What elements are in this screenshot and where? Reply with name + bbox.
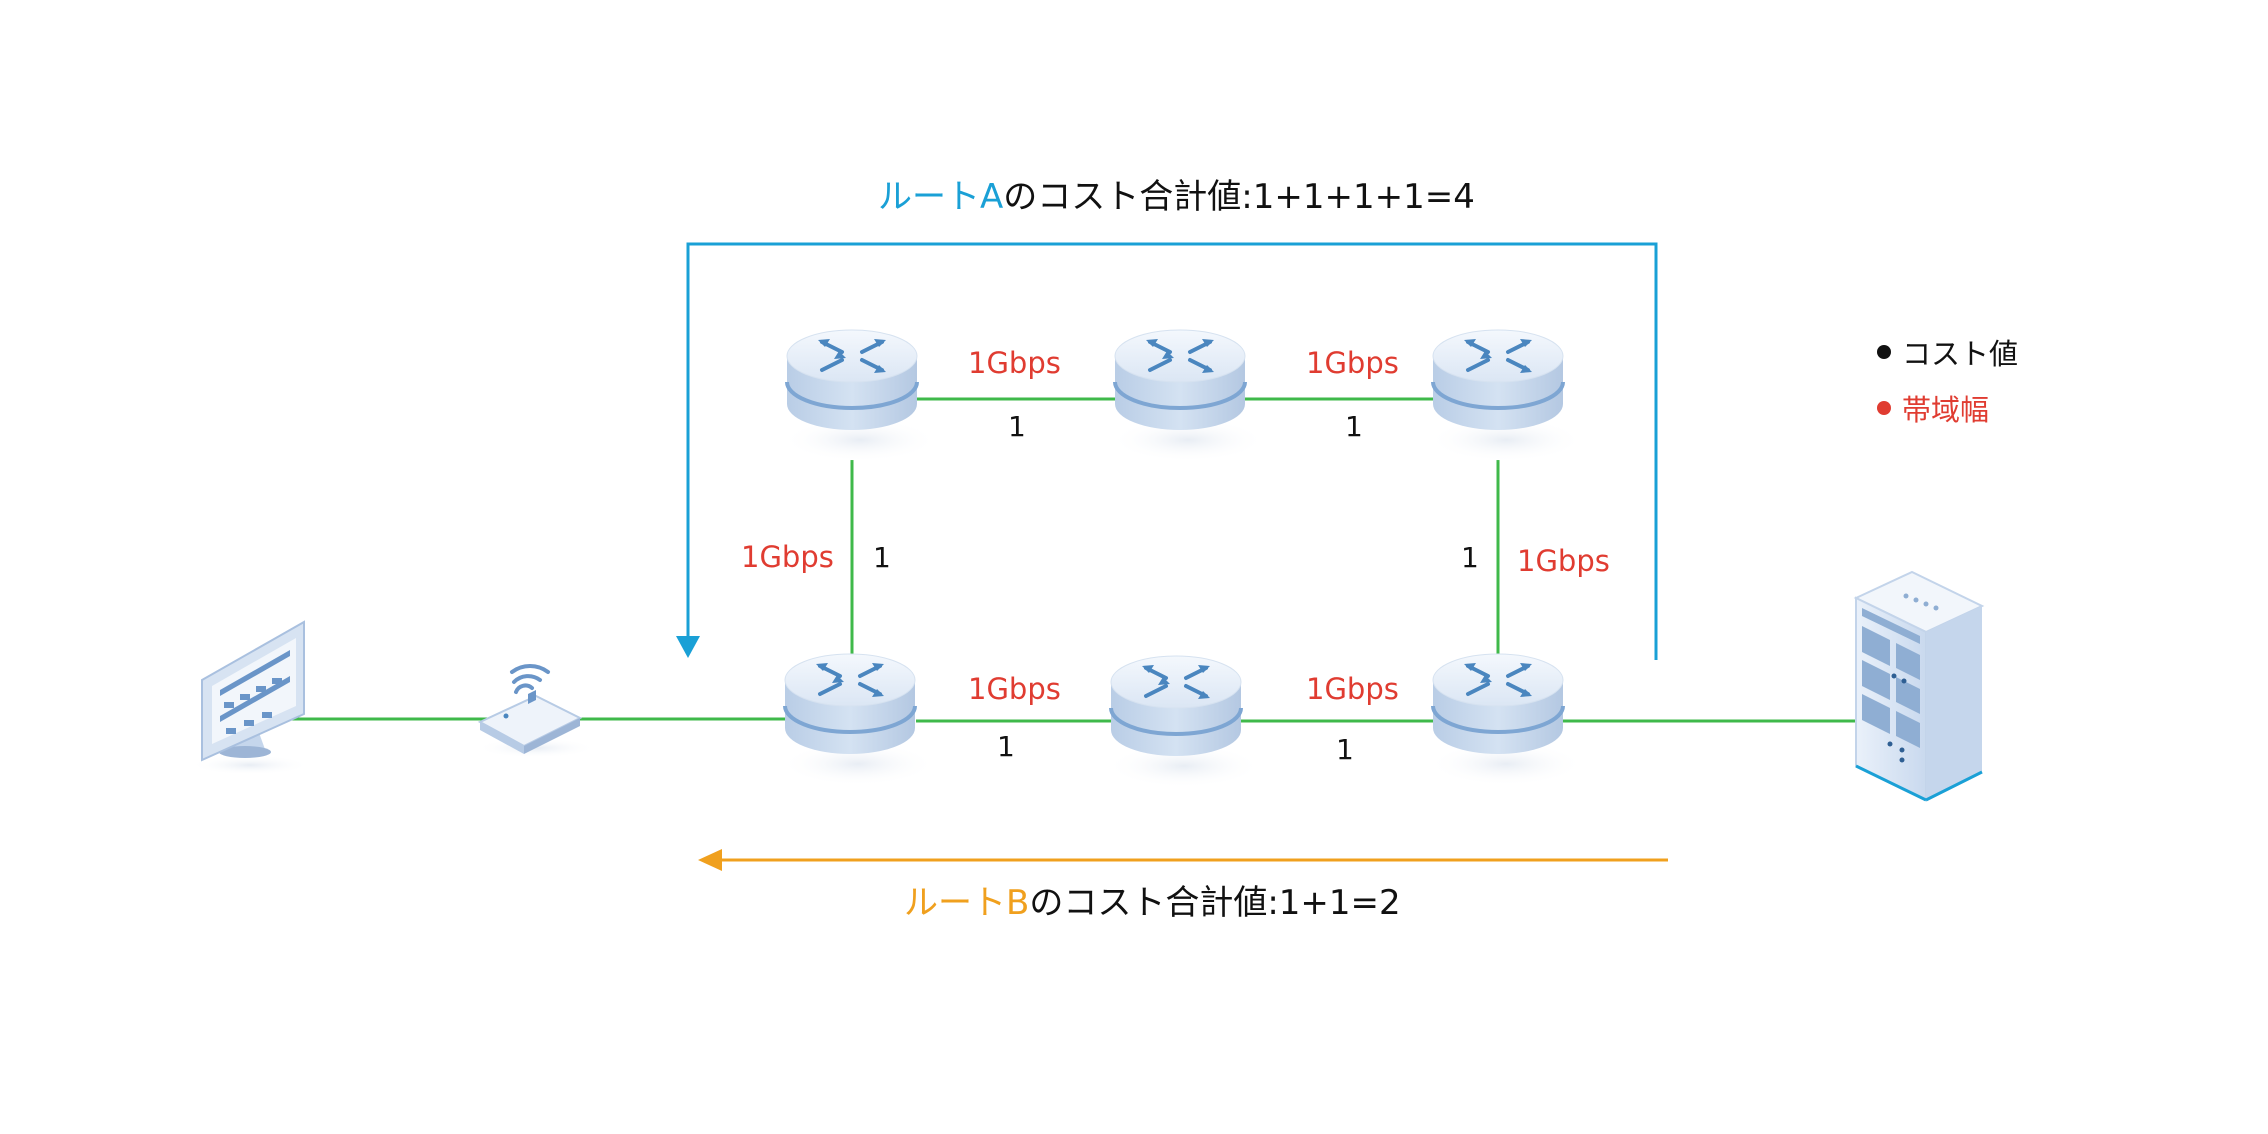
bandwidth-label: 1Gbps (1306, 672, 1399, 706)
cost-label: 1 (1461, 541, 1479, 574)
bandwidth-label: 1Gbps (1517, 544, 1610, 578)
legend: コスト値 帯域幅 (1877, 337, 2018, 427)
bandwidth-label: 1Gbps (968, 346, 1061, 380)
route-b-cost-total: のコスト合計値:1+1=2 (1029, 883, 1400, 923)
router-icon (1108, 328, 1268, 464)
route-b-title: ルートBのコスト合計値:1+1=2 (904, 883, 1401, 923)
bandwidth-label: 1Gbps (1306, 346, 1399, 380)
cost-label: 1 (1345, 410, 1363, 443)
route-b-name: ルートB (904, 883, 1029, 923)
server-rack-icon (1853, 570, 1985, 802)
cost-label: 1 (997, 730, 1015, 763)
legend-cost-label: コスト値 (1902, 337, 2018, 371)
monitor-icon (190, 620, 310, 775)
legend-bandwidth-dot (1877, 401, 1891, 415)
legend-cost-dot (1877, 345, 1891, 359)
router-icon (778, 652, 938, 788)
router-icon (1426, 328, 1586, 464)
route-a-title: ルートAのコスト合計値:1+1+1+1=4 (878, 177, 1475, 217)
route-a-name: ルートA (878, 177, 1003, 217)
router-icon (780, 328, 940, 464)
cost-label: 1 (873, 541, 891, 574)
legend-bandwidth-label: 帯域幅 (1902, 393, 1989, 427)
route-a-arrowhead (676, 636, 700, 658)
bandwidth-label: 1Gbps (968, 672, 1061, 706)
wireless-access-point-icon (476, 664, 596, 758)
router-icon (1104, 654, 1264, 790)
links (280, 397, 1856, 723)
cost-label: 1 (1008, 410, 1026, 443)
router-icon (1426, 652, 1586, 788)
route-a-cost-total: のコスト合計値:1+1+1+1=4 (1003, 177, 1475, 217)
route-b-arrowhead (698, 849, 722, 871)
route-a-path (686, 242, 1658, 660)
cost-label: 1 (1336, 733, 1354, 766)
bandwidth-label: 1Gbps (741, 540, 834, 574)
